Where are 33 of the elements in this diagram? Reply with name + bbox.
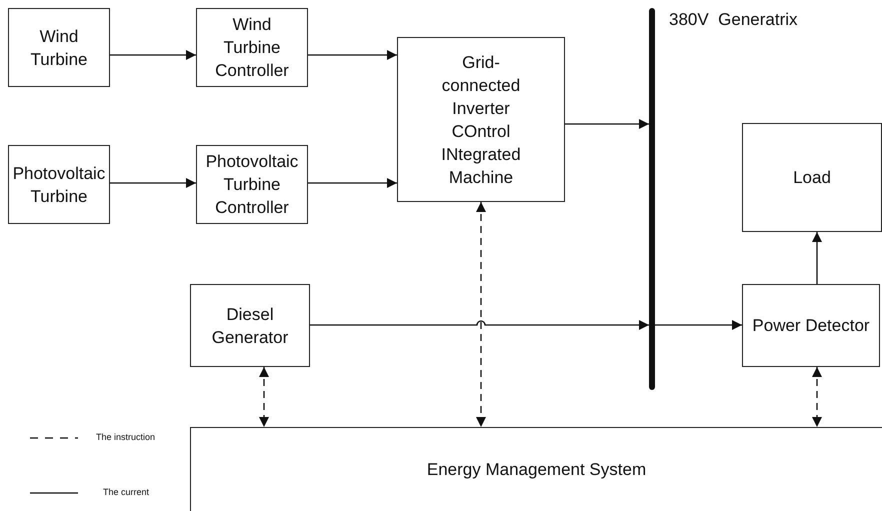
- system-panel: [190, 427, 882, 511]
- node-label: Wind Turbine: [29, 26, 88, 70]
- connector-arrow: [812, 232, 822, 284]
- node-label: Photovoltaic Turbine: [12, 162, 106, 208]
- process-box: [196, 145, 308, 224]
- legend-label: The instruction: [96, 432, 156, 442]
- process-box: [190, 284, 310, 367]
- process-box: [742, 123, 882, 232]
- node-label: Energy Management System: [426, 459, 646, 481]
- connector-arrow: [310, 320, 649, 330]
- node-label: Diesel Generator: [210, 304, 290, 348]
- connector-arrow: [565, 119, 649, 129]
- node-label: Wind Turbine Controller: [214, 14, 290, 82]
- node-label: Load: [793, 167, 831, 189]
- process-box: [397, 37, 565, 202]
- connector-arrow: [655, 320, 742, 330]
- legend-label: The current: [103, 487, 150, 497]
- connector-arrow: [259, 367, 269, 427]
- process-box: [8, 8, 110, 87]
- process-box: [196, 8, 308, 87]
- node-label: Photovoltaic Turbine Controller: [204, 151, 300, 219]
- busbar: [649, 8, 655, 390]
- node-label: Power Detector: [752, 315, 870, 337]
- connector-arrow: [308, 50, 397, 60]
- node-label: Grid-connected Inverter COntrol INtegrated Machine: [440, 52, 522, 188]
- connector-arrow: [812, 367, 822, 427]
- busbar-label: 380V Generatrix: [669, 10, 798, 30]
- process-box: [742, 284, 880, 367]
- process-box: [8, 145, 110, 224]
- connector-arrow: [110, 50, 196, 60]
- connector-arrow: [110, 178, 196, 188]
- connector-arrow: [308, 178, 397, 188]
- connector-arrow: [476, 202, 486, 427]
